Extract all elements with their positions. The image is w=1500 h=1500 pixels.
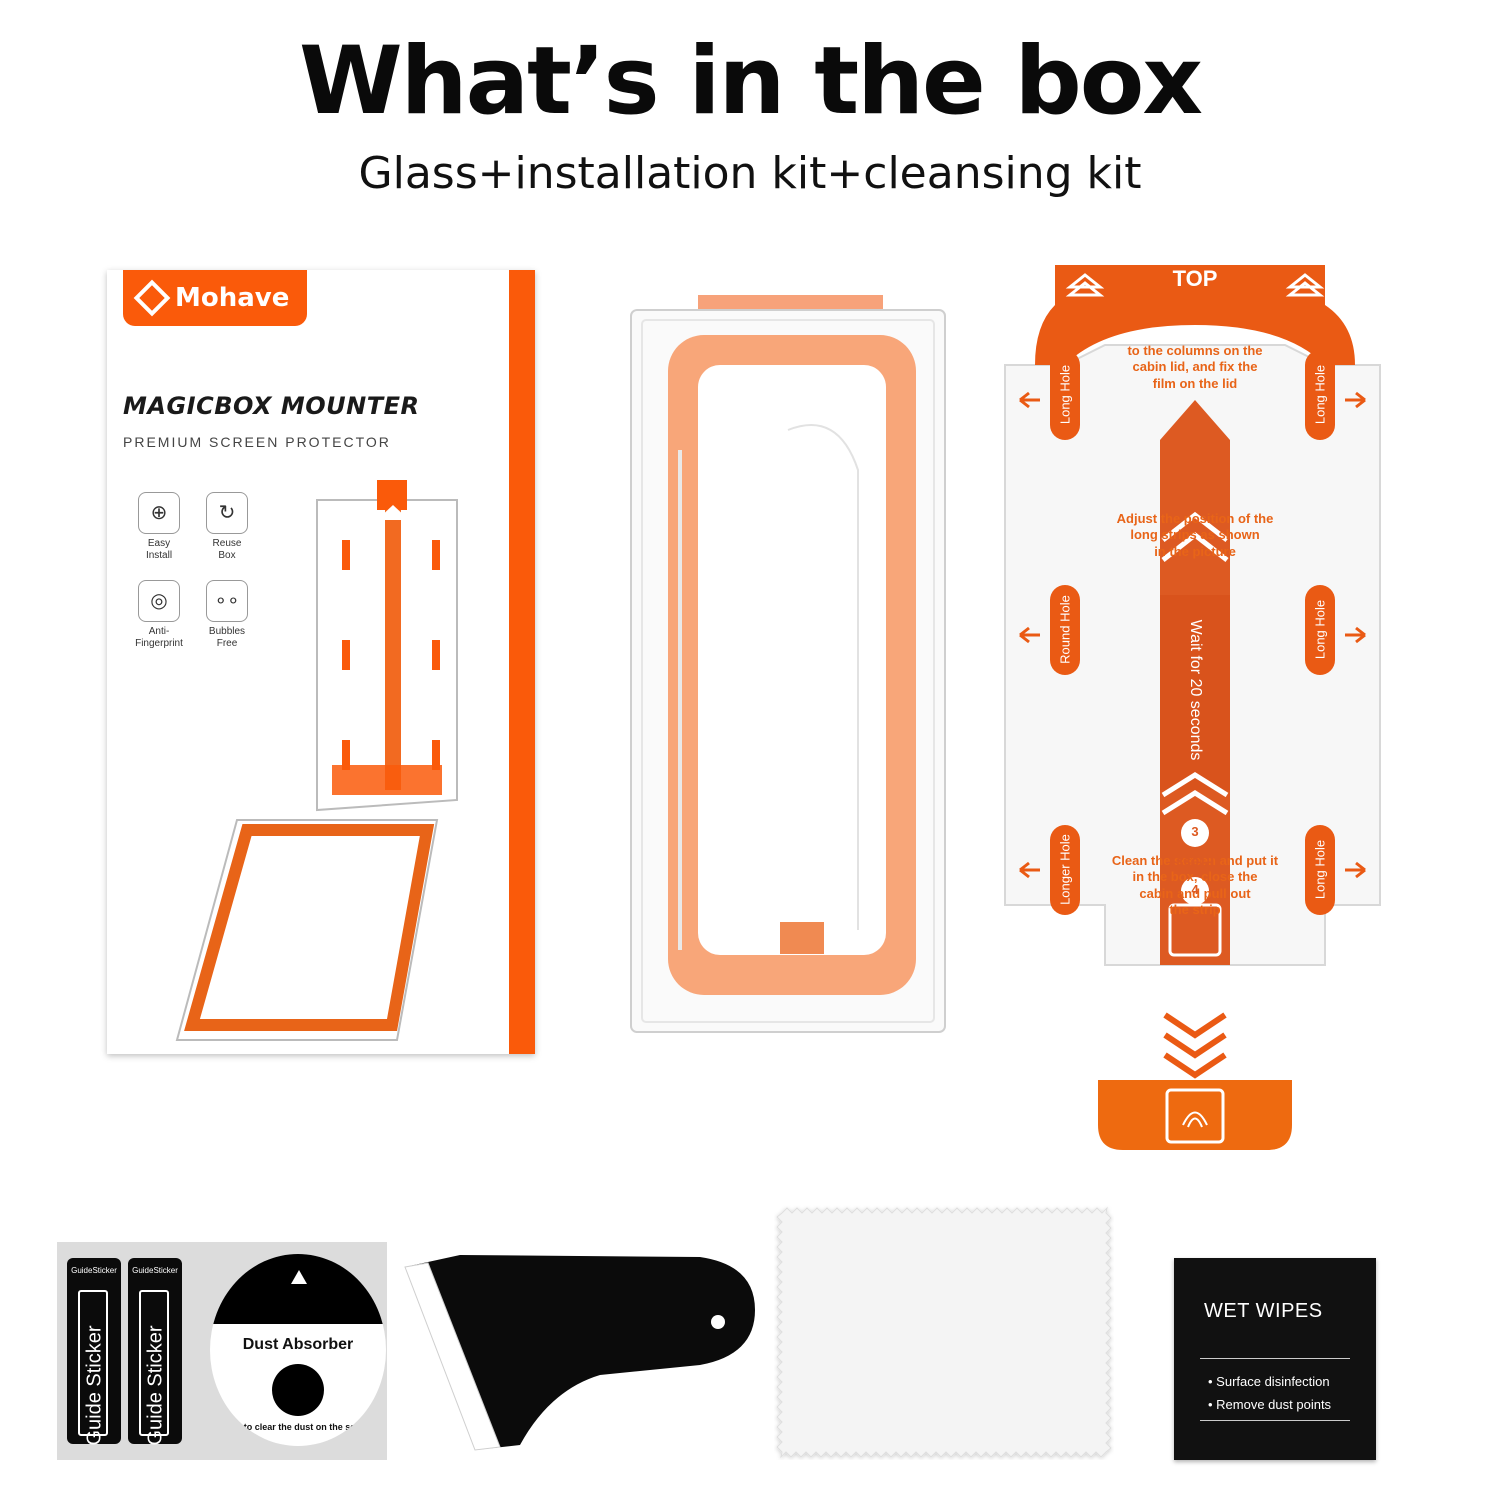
feature-anti-fingerprint: ◎ Anti- Fingerprint	[129, 580, 189, 649]
manual-subtitle: PREMIUM SCREEN PROTECTOR	[123, 434, 391, 450]
strip-step-3-number: 3	[1191, 824, 1199, 839]
sticker-sheet: GuideSticker Guide Sticker GuideSticker …	[57, 1242, 387, 1460]
hole-label-left: Long Hole	[1057, 364, 1073, 425]
hole-label-right: Long Hole	[1312, 364, 1328, 425]
brand-badge: Mohave	[123, 270, 307, 326]
feature-reuse-box: ↻ Reuse Box	[197, 492, 257, 561]
hole-label-left: Longer Hole	[1057, 834, 1073, 905]
strip-step-4-number: 4	[1191, 882, 1199, 897]
crosshair-icon: ⊕	[138, 492, 180, 534]
guide-sticker: GuideSticker Guide Sticker	[128, 1258, 182, 1446]
wet-wipes-item: • Remove dust points	[1208, 1397, 1332, 1412]
pull-tab-triangle-icon	[291, 1270, 307, 1284]
fingerprint-icon: ◎	[138, 580, 180, 622]
feature-bubbles-free: ∘∘ Bubbles Free	[197, 580, 257, 649]
strip-step-3-text: Clean the screen and put it in the box, …	[1111, 853, 1279, 917]
wet-wipes-item: • Surface disinfection	[1208, 1374, 1330, 1389]
manual-accent-stripe	[509, 270, 535, 1054]
feature-label: Reuse Box	[212, 538, 242, 561]
dust-absorber-sticker: Dust Absorber Used to clear the dust on …	[210, 1254, 386, 1446]
reuse-icon: ↻	[206, 492, 248, 534]
hole-label-left: Round Hole	[1057, 595, 1073, 664]
guide-sticker: GuideSticker Guide Sticker	[67, 1258, 121, 1446]
bubbles-icon: ∘∘	[206, 580, 248, 622]
feature-label: Anti- Fingerprint	[135, 626, 183, 649]
squeegee-card	[404, 1255, 755, 1451]
dust-absorber-caption: Used to clear the dust on the screen.	[219, 1422, 377, 1432]
feature-label: Bubbles Free	[208, 626, 246, 649]
dust-absorber-name: Dust Absorber	[242, 1336, 354, 1353]
phone-dust-icon	[272, 1364, 324, 1416]
instruction-manual: Mohave MAGICBOX MOUNTER PREMIUM SCREEN P…	[107, 270, 535, 1054]
cleaning-cloth	[776, 1206, 1112, 1459]
guide-sticker-brand: GuideSticker	[132, 1266, 178, 1275]
instruction-strip: TOP to the columns on the cabin lid, and…	[995, 265, 1395, 1155]
magicbox-illustration	[175, 480, 458, 1041]
strip-press-label: Press	[1175, 855, 1215, 871]
strip-step-1-text: to the columns on the cabin lid, and fix…	[1127, 343, 1263, 391]
brand-logo-icon	[133, 279, 171, 317]
feature-easy-install: ⊕ Easy Install	[129, 492, 189, 561]
feature-label: Easy Install	[145, 538, 173, 561]
hole-label-right: Long Hole	[1312, 839, 1328, 900]
strip-step-2-text: Adjust the position of the long strips a…	[1116, 511, 1274, 559]
guide-sticker-label: Guide Sticker	[83, 1325, 106, 1446]
brand-name: Mohave	[175, 283, 290, 313]
strip-wait-label: Wait for 20 seconds	[1187, 619, 1204, 761]
wet-wipes-pack: WET WIPES • Surface disinfection • Remov…	[1174, 1258, 1376, 1460]
strip-top-label: TOP	[1172, 266, 1218, 291]
guide-sticker-brand: GuideSticker	[71, 1266, 117, 1275]
manual-title: MAGICBOX MOUNTER	[123, 392, 420, 420]
wet-wipes-title: WET WIPES	[1204, 1300, 1323, 1322]
page-title: What’s in the box	[298, 27, 1203, 136]
alignment-tray	[630, 295, 946, 1033]
guide-sticker-label: Guide Sticker	[144, 1325, 167, 1446]
hole-label-right: Long Hole	[1312, 599, 1328, 660]
page-subtitle: Glass+installation kit+cleansing kit	[358, 148, 1142, 199]
